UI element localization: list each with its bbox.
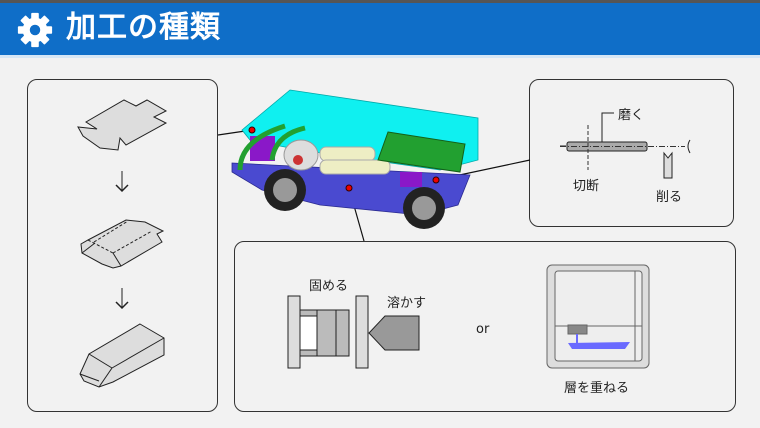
header-divider [0,55,760,58]
shave-label: 削る [656,190,683,205]
gear-icon [17,12,53,48]
lathe-panel [529,79,734,227]
clamp-label: 固める [309,279,349,294]
top-border [0,0,760,3]
header-bar [0,3,760,55]
cut-label: 切断 [573,179,600,194]
or-label: or [476,322,490,337]
lathe-diagram [560,112,691,179]
3d-printer-diagram [546,264,650,369]
polish-label: 磨く [618,108,645,123]
sheet-metal-steps [77,99,168,388]
sheet-metal-panel [27,79,218,412]
injection-molding-diagram [287,295,420,369]
layer-label: 層を重ねる [564,381,630,396]
molding-panel [234,241,736,412]
melt-label: 溶かす [387,296,427,311]
robot-car-image [231,89,479,229]
page-title: 加工の種類 [66,10,221,45]
